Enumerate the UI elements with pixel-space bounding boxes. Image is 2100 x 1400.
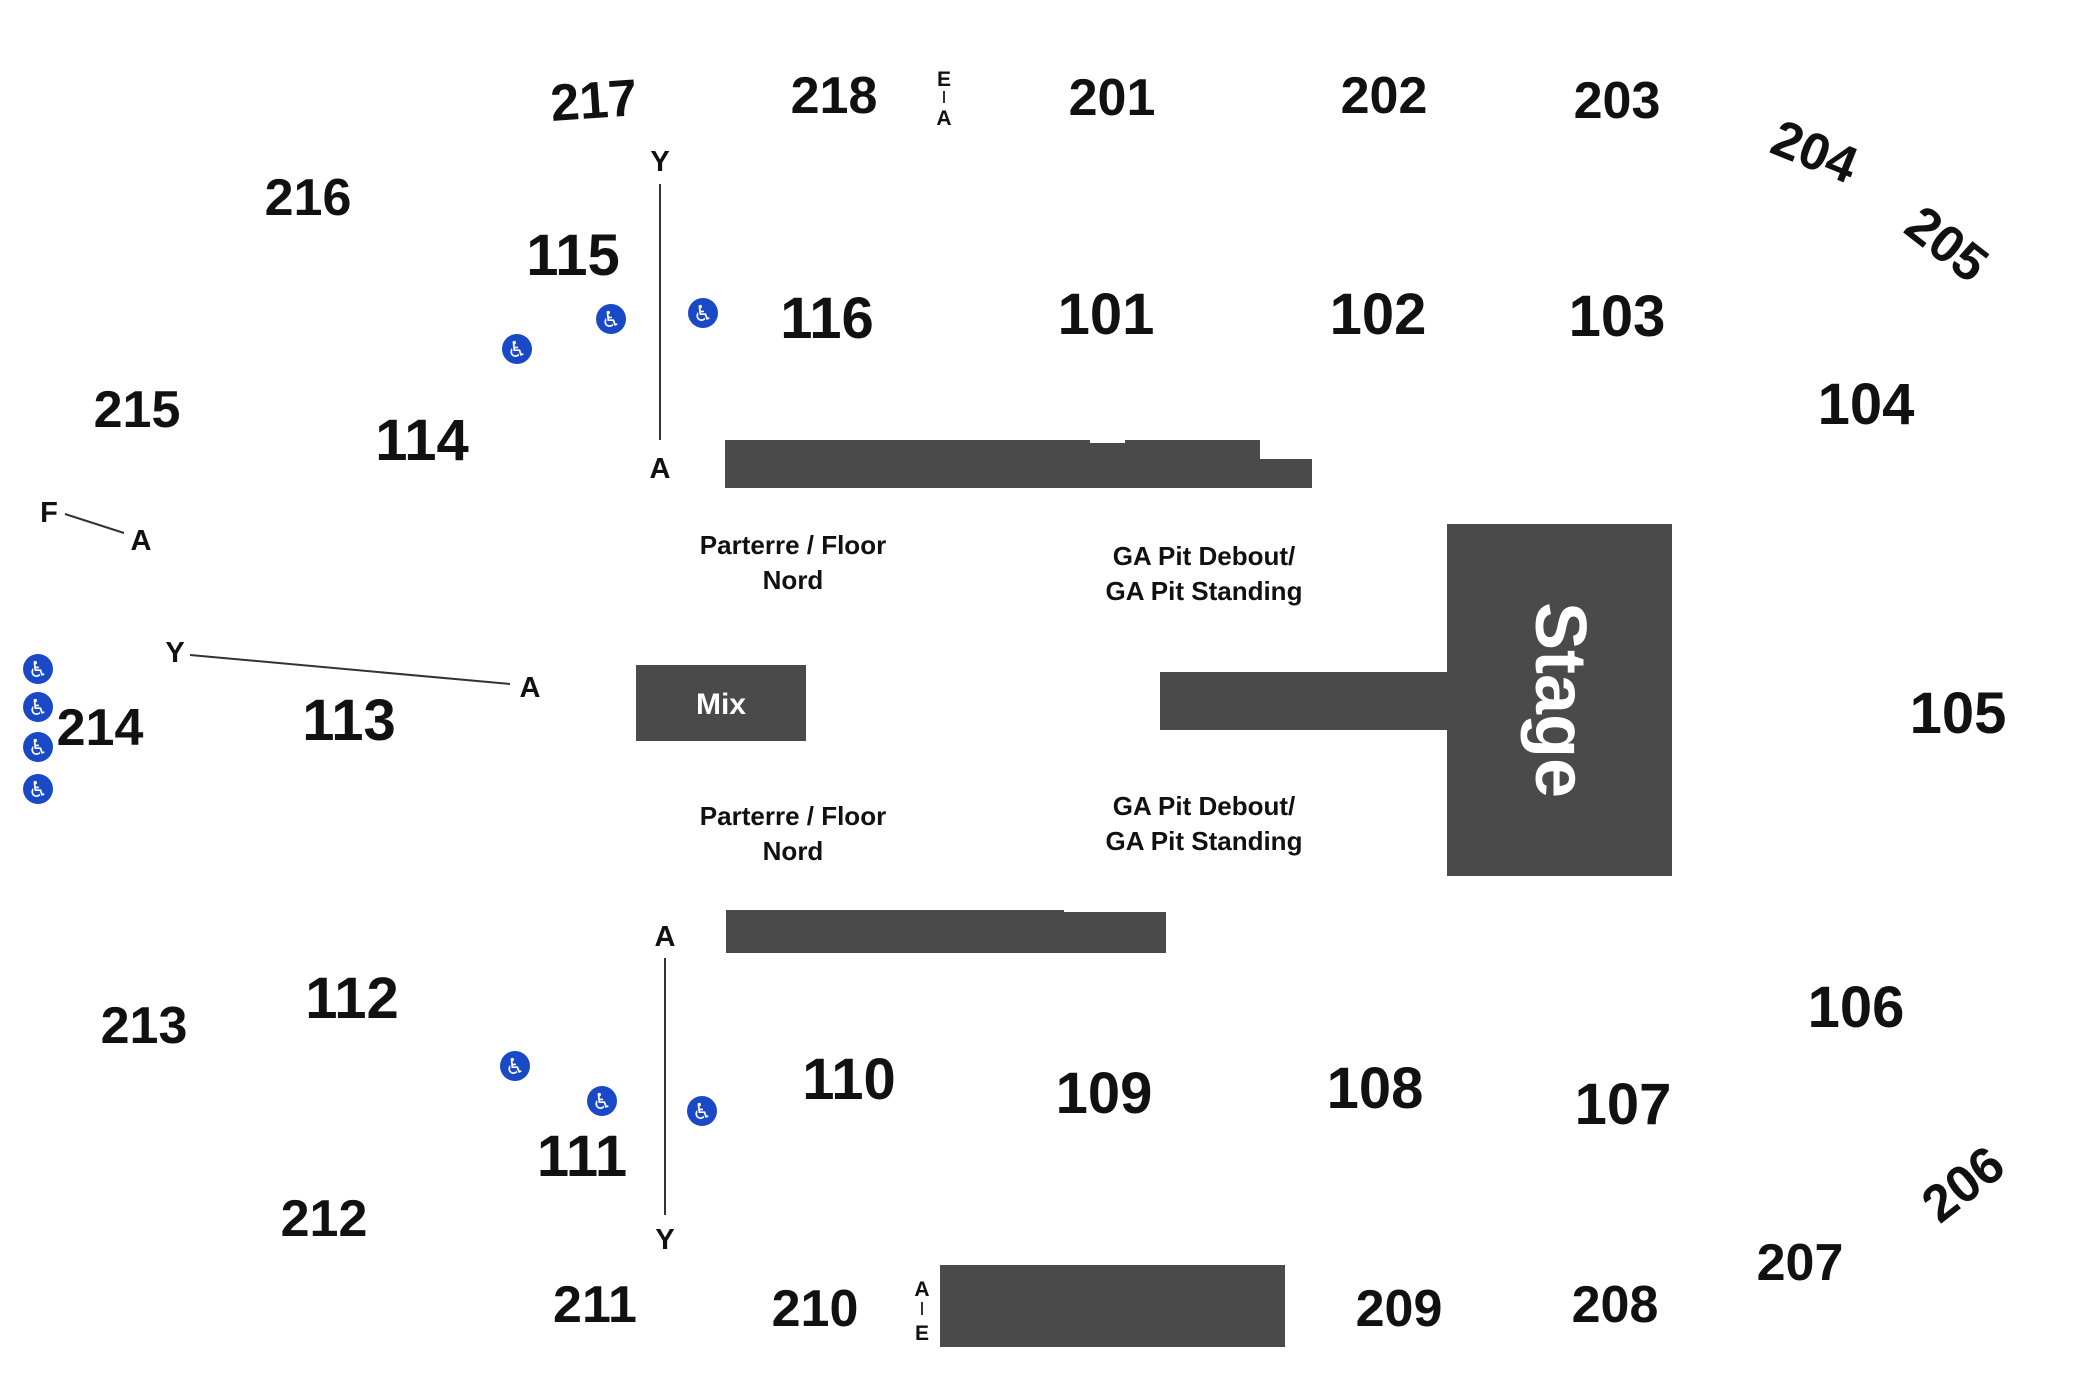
floor-labels: Parterre / Floor Nord Parterre / Floor N… [700, 530, 1303, 866]
section-116[interactable]: 116 [780, 286, 874, 351]
section-218[interactable]: 218 [791, 67, 878, 125]
section-107[interactable]: 107 [1575, 1072, 1672, 1137]
mix-label: Mix [696, 688, 746, 721]
section-112[interactable]: 112 [305, 966, 399, 1031]
parterre-north-label[interactable]: Nord [763, 565, 824, 595]
wheelchair-icon[interactable]: ♿ [502, 334, 532, 364]
floor-rows-south-block[interactable] [1064, 912, 1166, 953]
lower-sections: 101 102 103 104 105 106 107 108 109 110 … [302, 223, 2006, 1189]
section-207[interactable]: 207 [1757, 1234, 1844, 1292]
wheelchair-icon[interactable]: ♿ [500, 1051, 530, 1081]
stage [1447, 524, 1672, 876]
svg-text:♿: ♿ [692, 1100, 712, 1125]
svg-text:♿: ♿ [28, 696, 48, 721]
section-113[interactable]: 113 [302, 688, 396, 753]
svg-text:♿: ♿ [505, 1055, 525, 1080]
floor-rows-south-block[interactable] [726, 910, 1064, 953]
row-marker: A [936, 107, 951, 130]
stage-label: Stage [1520, 602, 1600, 798]
floor-rows-north-block[interactable] [1260, 459, 1312, 488]
floor-rows-north-block[interactable] [725, 440, 955, 488]
row-marker: E [937, 68, 951, 91]
wheelchair-icon[interactable]: ♿ [23, 774, 53, 804]
row-marker: A [650, 453, 671, 485]
section-216[interactable]: 216 [265, 169, 352, 227]
wheelchair-icon[interactable]: ♿ [23, 654, 53, 684]
wheelchair-icon[interactable]: ♿ [596, 304, 626, 334]
floor-rows-north-block[interactable] [955, 440, 1090, 488]
svg-text:♿: ♿ [507, 338, 527, 363]
wheelchair-icon[interactable]: ♿ [687, 1096, 717, 1126]
section-209[interactable]: 209 [1356, 1280, 1443, 1338]
mix-position [636, 665, 806, 741]
parterre-south-label[interactable]: Parterre / Floor [700, 801, 886, 831]
ga-pit-north-label[interactable]: GA Pit Debout/ [1113, 541, 1295, 571]
floor-rows-bottom-block[interactable] [940, 1265, 1285, 1347]
row-marker: A [655, 921, 676, 953]
row-marker: F [40, 497, 58, 529]
svg-text:♿: ♿ [28, 778, 48, 803]
section-205[interactable]: 205 [1894, 195, 1998, 294]
wheelchair-icon[interactable]: ♿ [23, 692, 53, 722]
row-marker: A [520, 672, 541, 704]
section-110[interactable]: 110 [802, 1047, 896, 1112]
parterre-north-label[interactable]: Parterre / Floor [700, 530, 886, 560]
section-108[interactable]: 108 [1327, 1056, 1424, 1121]
section-202[interactable]: 202 [1341, 67, 1428, 125]
floor-blocks: Mix Stage [636, 440, 1672, 1347]
section-104[interactable]: 104 [1818, 372, 1915, 437]
svg-text:♿: ♿ [28, 658, 48, 683]
section-106[interactable]: 106 [1808, 975, 1905, 1040]
section-214[interactable]: 214 [57, 699, 144, 757]
section-203[interactable]: 203 [1574, 72, 1661, 130]
section-206[interactable]: 206 [1911, 1135, 2015, 1234]
section-101[interactable]: 101 [1058, 282, 1155, 347]
section-105[interactable]: 105 [1910, 681, 2007, 746]
stage-runway [1160, 672, 1450, 730]
wheelchair-icon[interactable]: ♿ [587, 1086, 617, 1116]
svg-text:♿: ♿ [601, 308, 621, 333]
floor-rows-north-block[interactable] [1125, 440, 1260, 488]
section-211[interactable]: 211 [553, 1276, 637, 1334]
section-204[interactable]: 204 [1763, 109, 1865, 195]
section-212[interactable]: 212 [281, 1190, 368, 1248]
accessible-seating: ♿ ♿ ♿ ♿ ♿ ♿ ♿ ♿ ♿ ♿ [23, 298, 718, 1126]
section-103[interactable]: 103 [1569, 284, 1666, 349]
ga-pit-north-label[interactable]: GA Pit Standing [1106, 576, 1303, 606]
section-102[interactable]: 102 [1330, 282, 1427, 347]
row-marker: E [915, 1322, 929, 1345]
wheelchair-icon[interactable]: ♿ [688, 298, 718, 328]
row-markers: Y A A Y Y A F A E A A E [40, 68, 951, 1345]
section-115[interactable]: 115 [526, 223, 620, 288]
svg-text:♿: ♿ [28, 736, 48, 761]
section-208[interactable]: 208 [1572, 1276, 1659, 1334]
wheelchair-icon[interactable]: ♿ [23, 732, 53, 762]
upper-sections: 201 202 203 204 205 206 207 208 209 210 … [57, 67, 2016, 1338]
ga-pit-south-label[interactable]: GA Pit Standing [1106, 826, 1303, 856]
section-210[interactable]: 210 [772, 1280, 859, 1338]
row-marker: Y [655, 1224, 674, 1256]
parterre-south-label[interactable]: Nord [763, 836, 824, 866]
section-114[interactable]: 114 [375, 408, 469, 473]
section-213[interactable]: 213 [101, 997, 188, 1055]
section-109[interactable]: 109 [1056, 1061, 1153, 1126]
row-marker: A [914, 1278, 929, 1301]
svg-text:♿: ♿ [693, 302, 713, 327]
floor-rows-north-block[interactable] [1090, 443, 1125, 488]
row-marker: A [131, 525, 152, 557]
row-marker: Y [650, 146, 669, 178]
row-marker: Y [165, 637, 184, 669]
row-line-214 [64, 513, 125, 534]
section-201[interactable]: 201 [1069, 69, 1156, 127]
section-217[interactable]: 217 [549, 69, 640, 133]
row-line-113 [189, 654, 511, 685]
section-215[interactable]: 215 [94, 381, 181, 439]
svg-text:♿: ♿ [592, 1090, 612, 1115]
ga-pit-south-label[interactable]: GA Pit Debout/ [1113, 791, 1295, 821]
section-111[interactable]: 111 [537, 1124, 627, 1189]
